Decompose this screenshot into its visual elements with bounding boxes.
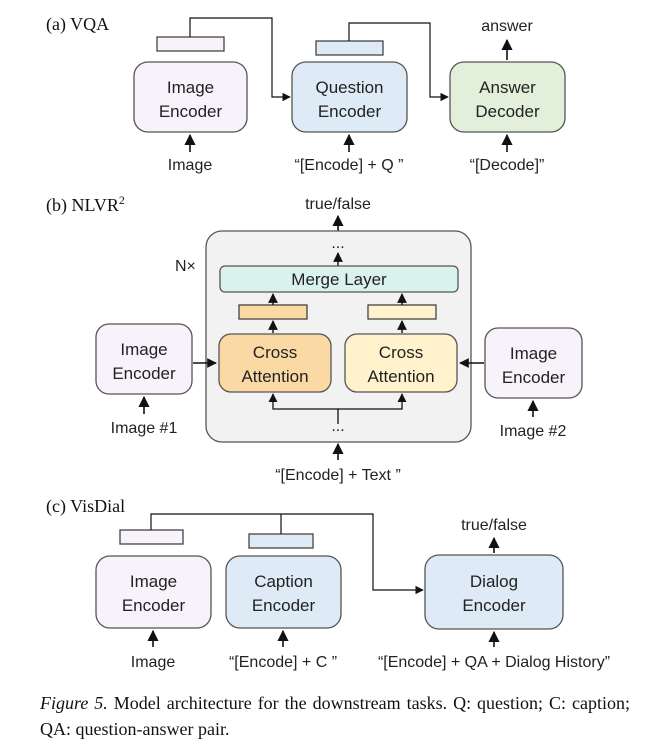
visdial-caption-encoder-label-1: Caption — [254, 572, 313, 591]
nlvr-merge-layer-box — [219, 265, 459, 293]
vqa-title: (a) VQA — [46, 14, 109, 35]
nlvr-input-text: “[Encode] + Text ” — [275, 467, 401, 484]
nlvr-image-encoder-left-label-1: Image — [120, 340, 167, 359]
visdial-output-label: true/false — [461, 517, 527, 534]
vqa-answer-decoder-box — [449, 61, 566, 133]
nlvr-cross-attention-right-label-2: Attention — [367, 367, 434, 386]
vqa-image-feature-bar — [156, 36, 225, 52]
nlvr-text-to-left-ca-arrow — [268, 393, 339, 424]
nlvr-right-feature-bar — [367, 304, 437, 320]
nlvr-image-encoder-right-box — [484, 327, 583, 399]
figure-caption: Figure 5. Model architecture for the dow… — [40, 690, 630, 742]
visdial-caption-feature-bar — [248, 533, 314, 549]
visdial-input-caption: “[Encode] + C ” — [229, 654, 337, 671]
vqa-image-to-question-arrow — [189, 17, 291, 102]
nlvr-image-encoder-right-label-1: Image — [510, 344, 557, 363]
nlvr-left-feature-bar — [238, 304, 308, 320]
vqa-question-encoder-label-1: Question — [315, 78, 383, 97]
visdial-image-to-dialog-arrow — [150, 513, 424, 595]
nlvr-image-encoder-left-label-2: Encoder — [112, 364, 176, 383]
vqa-image-encoder-label-1: Image — [167, 78, 214, 97]
visdial-dialog-encoder-label-1: Dialog — [470, 572, 518, 591]
nlvr-title-main: (b) NLVR — [46, 195, 119, 216]
nlvr-input-image2: Image #2 — [500, 423, 567, 440]
nlvr-input-image1: Image #1 — [111, 420, 178, 437]
vqa-input-decode: “[Decode]” — [470, 157, 545, 174]
nlvr-ellipsis-top: ... — [331, 235, 344, 252]
nlvr-image-encoder-right-label-2: Encoder — [502, 368, 566, 387]
vqa-question-feature-bar — [315, 40, 384, 56]
visdial-image-encoder-box — [95, 555, 212, 629]
nlvr-output-label: true/false — [305, 196, 371, 213]
visdial-image-encoder-label-1: Image — [130, 572, 177, 591]
nlvr-n-times-label: N× — [175, 258, 196, 275]
nlvr-cross-attention-right-label-1: Cross — [379, 343, 423, 362]
visdial-caption-encoder-box — [225, 555, 342, 629]
visdial-image-encoder-label-2: Encoder — [122, 596, 186, 615]
vqa-image-encoder-box — [133, 61, 248, 133]
visdial-caption-encoder-label-2: Encoder — [252, 596, 316, 615]
vqa-question-to-answer-arrow — [348, 22, 449, 102]
vqa-answer-label: answer — [481, 18, 533, 35]
nlvr-cross-attention-left-box — [218, 333, 332, 393]
nlvr-text-to-right-ca-arrow — [338, 393, 407, 410]
visdial-input-dialog: “[Encode] + QA + Dialog History” — [378, 654, 610, 671]
nlvr-title: (b) NLVR2 — [46, 193, 125, 216]
vqa-question-encoder-label-2: Encoder — [318, 102, 382, 121]
vqa-input-question: “[Encode] + Q ” — [295, 157, 404, 174]
nlvr-cross-attention-right-box — [344, 333, 458, 393]
visdial-input-image: Image — [131, 654, 176, 671]
nlvr-title-sup: 2 — [119, 193, 125, 207]
nlvr-image-encoder-left-box — [95, 323, 193, 395]
visdial-dialog-encoder-label-2: Encoder — [462, 596, 526, 615]
visdial-title: (c) VisDial — [46, 496, 125, 517]
nlvr-ellipsis-bottom: ... — [331, 418, 344, 435]
vqa-answer-decoder-label-1: Answer — [479, 78, 536, 97]
figure-caption-text: Model architecture for the downstream ta… — [40, 693, 631, 739]
nlvr-cross-attention-left-label-2: Attention — [241, 367, 308, 386]
vqa-image-encoder-label-2: Encoder — [159, 102, 223, 121]
vqa-question-encoder-box — [291, 61, 408, 133]
vqa-input-image: Image — [168, 157, 213, 174]
nlvr-merge-layer-label: Merge Layer — [291, 270, 387, 289]
nlvr-cross-attention-left-label-1: Cross — [253, 343, 297, 362]
visdial-dialog-encoder-box — [424, 554, 564, 630]
vqa-answer-decoder-label-2: Decoder — [475, 102, 540, 121]
figure-caption-label: Figure 5. — [40, 693, 108, 713]
visdial-image-feature-bar — [119, 529, 184, 545]
